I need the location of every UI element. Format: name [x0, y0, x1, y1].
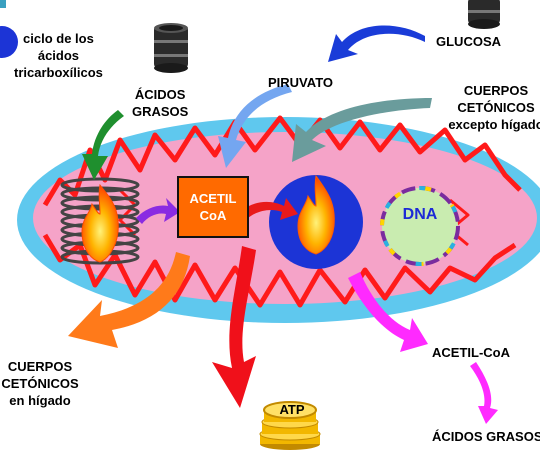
arrow-atp	[212, 246, 256, 408]
acetil-coa-box: ACETIL CoA	[177, 176, 249, 238]
atp-label: ATP	[279, 402, 305, 417]
arrow-piruvato	[218, 84, 292, 168]
label-line: en hígado	[9, 393, 71, 408]
label-line: CETÓNICOS	[1, 376, 79, 391]
flame-icon	[81, 183, 119, 263]
arrow-cuerpos-out	[68, 252, 190, 348]
beta-oxidation-coil	[60, 177, 140, 265]
arrow-glucosa	[328, 25, 425, 62]
label-line: GRASOS	[132, 104, 189, 119]
label-line: excepto hígado	[448, 117, 540, 132]
label-line: CUERPOS	[463, 83, 529, 98]
arrow-cuerpos-in	[292, 98, 432, 162]
krebs-cycle-icon	[0, 26, 18, 58]
label-acidos-grasos-out: ÁCIDOS GRASOS	[432, 429, 540, 444]
label-ciclo-line: tricarboxílicos	[14, 65, 103, 80]
label-ciclo-line: ciclo de los	[23, 31, 94, 46]
cristae-top	[42, 115, 522, 207]
label-line: CETÓNICOS	[457, 100, 535, 115]
label-cuerpos-out: CUERPOS CETÓNICOS en hígado	[0, 358, 90, 409]
label-glucosa: GLUCOSA	[436, 34, 501, 49]
arrow-to-acidos-grasos	[470, 362, 498, 424]
label-ciclo-line: ácidos	[37, 48, 80, 63]
dna-label: DNA	[402, 206, 438, 223]
flame-icon	[297, 174, 335, 255]
label-acetil-coa-out: ACETIL-CoA	[432, 345, 510, 360]
arrow-to-acetil	[136, 198, 180, 224]
arrow-acetil-out	[348, 272, 428, 352]
label-ciclo: ciclo de los ácidos tricarboxílicos	[14, 30, 103, 81]
label-acidos-grasos-in: ÁCIDOS GRASOS	[132, 86, 188, 120]
arrow-acidos-grasos-in	[82, 110, 124, 180]
acetil-line: ACETIL	[189, 191, 237, 206]
label-line: ÁCIDOS	[134, 87, 186, 102]
cristae-bottom	[42, 233, 517, 308]
dna-ring	[382, 188, 458, 264]
label-piruvato: PIRUVATO	[268, 75, 334, 90]
acetil-line: CoA	[199, 208, 227, 223]
label-cuerpos-in: CUERPOS CETÓNICOS excepto hígado	[436, 82, 540, 133]
barrel-icon	[468, 0, 500, 29]
arrow-to-krebs	[242, 198, 298, 220]
label-line: CUERPOS	[7, 359, 73, 374]
barrel-icon	[154, 23, 188, 73]
coin-stack-icon	[259, 401, 321, 450]
